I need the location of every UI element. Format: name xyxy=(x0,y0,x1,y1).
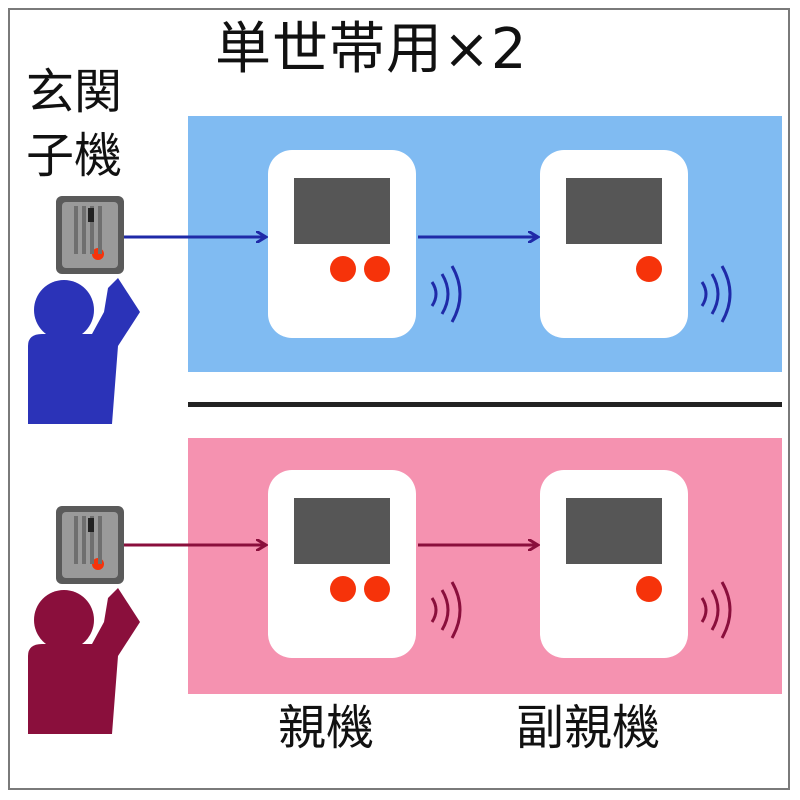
household-1-sub-master-unit xyxy=(540,150,688,338)
household-1-sub-master-chime-icon xyxy=(700,265,732,323)
household-2-master-unit xyxy=(268,470,416,658)
household-1-visitor-icon xyxy=(28,278,140,424)
household-2-door-unit-detail xyxy=(74,516,102,564)
sub-master-unit-screen xyxy=(566,178,662,244)
household-divider xyxy=(188,402,782,407)
household-2-master-chime-icon xyxy=(430,581,462,639)
master-unit-screen xyxy=(294,498,390,564)
sub-master-unit-led xyxy=(636,576,662,602)
master-unit-led-1 xyxy=(330,256,356,282)
household-1-door-unit-detail xyxy=(74,206,102,254)
master-unit-led-2 xyxy=(364,576,390,602)
household-2-sub-master-chime-icon xyxy=(700,581,732,639)
master-unit-caption: 親機 xyxy=(278,700,375,756)
household-1-master-unit xyxy=(268,150,416,338)
door-unit-label-line-2: 子機 xyxy=(26,128,123,184)
household-2-sub-master-unit xyxy=(540,470,688,658)
master-unit-led-1 xyxy=(330,576,356,602)
sub-master-unit-led xyxy=(636,256,662,282)
door-unit-label-line-1: 玄関 xyxy=(26,64,123,120)
household-1-master-chime-icon xyxy=(430,265,462,323)
master-unit-led-2 xyxy=(364,256,390,282)
household-2-door-unit xyxy=(56,506,124,584)
household-2-visitor-icon xyxy=(28,588,140,734)
diagram-frame xyxy=(8,8,790,790)
sub-master-unit-screen xyxy=(566,498,662,564)
master-unit-screen xyxy=(294,178,390,244)
diagram-title: 単世帯用×2 xyxy=(215,17,528,82)
sub-master-unit-caption: 副親機 xyxy=(516,700,661,756)
